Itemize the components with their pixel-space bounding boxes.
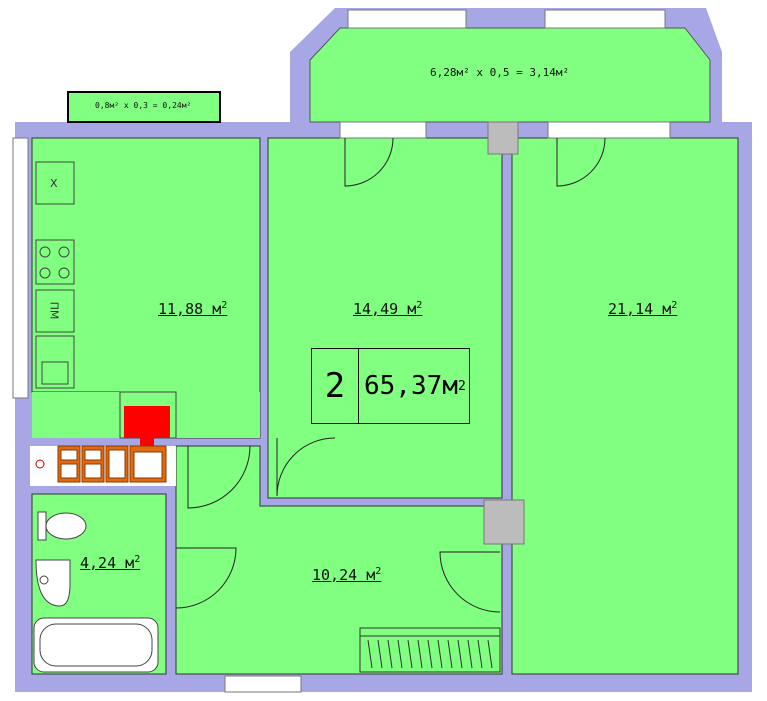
- doors: [175, 137, 606, 613]
- room2-area: 21,14 м2: [608, 300, 678, 318]
- ventilation-shaft-mid: [483, 499, 525, 545]
- rooms-count: 2: [312, 349, 359, 423]
- room1-floor: [267, 137, 503, 499]
- room1-area: 14,49 м2: [353, 300, 423, 318]
- bathroom-area: 4,24 м2: [80, 554, 141, 572]
- hall-area: 10,24 м2: [312, 566, 382, 584]
- meter-icon: [35, 459, 45, 469]
- kitchen-equipment: [35, 161, 177, 439]
- large-balcony-label: 6,28м² x 0,5 = 3,14м²: [430, 66, 570, 79]
- dishwasher-label: ПМ: [47, 301, 61, 320]
- ventilation-shaft-top: [487, 121, 519, 155]
- riser: [124, 406, 170, 438]
- fridge-label: Х: [50, 177, 58, 190]
- bathroom-fixtures: [33, 511, 159, 673]
- windows: [12, 9, 671, 693]
- cabinet-fronts: [60, 449, 163, 479]
- room2-floor: [511, 137, 739, 675]
- small-balcony-label: 0,8м² x 0,3 = 0,24м²: [95, 101, 192, 110]
- bay-balcony-floor: [309, 27, 711, 123]
- wardrobe: [359, 627, 501, 673]
- small-balcony: [67, 91, 221, 123]
- kitchen-area: 11,88 м2: [158, 300, 228, 318]
